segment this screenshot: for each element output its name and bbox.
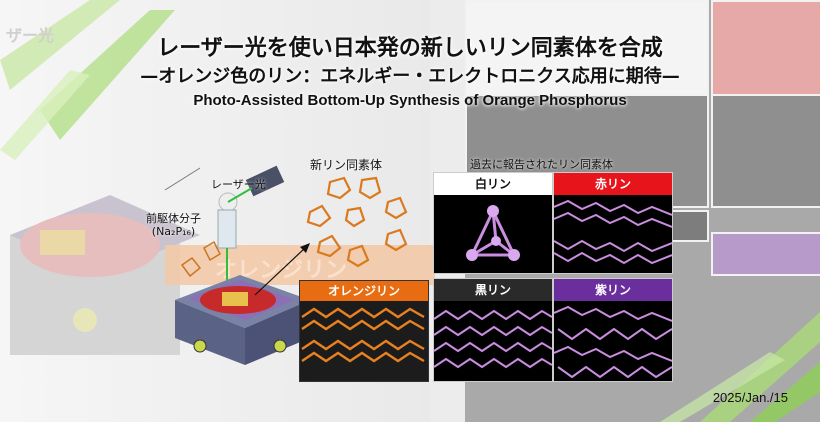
black-phosphorus-structure	[434, 309, 552, 369]
violet-phosphorus-label: 紫リン	[554, 279, 672, 301]
violet-phosphorus-structure	[554, 305, 672, 379]
white-phosphorus-label: 白リン	[434, 173, 552, 195]
red-phosphorus-panel: 赤リン	[553, 172, 673, 274]
new-allotrope-label: 新リン同素体	[310, 158, 383, 172]
date-label: 2025/Jan./15	[712, 390, 788, 405]
subtitle: —オレンジ色のリン：エネルギー・エレクトロニクス応用に期待—	[140, 66, 680, 87]
black-phosphorus-panel: 黒リン	[433, 278, 553, 382]
english-title: Photo-Assisted Bottom-Up Synthesis of Or…	[193, 92, 627, 109]
orange-phosphorus-panel: オレンジリン	[299, 280, 429, 382]
laser-apparatus-diagram	[164, 165, 310, 365]
background-cell	[711, 232, 820, 276]
red-phosphorus-label: 赤リン	[554, 173, 672, 195]
black-phosphorus-label: 黒リン	[434, 279, 552, 301]
precursor-label: 前駆体分子 (Na₂P₁₆)	[146, 212, 201, 238]
background-label: ザー光	[6, 26, 55, 45]
precursor-formula: (Na₂P₁₆)	[151, 225, 196, 238]
background-orange-band	[165, 245, 435, 285]
red-phosphorus-structure	[554, 199, 672, 265]
precursor-name: 前駆体分子	[146, 212, 201, 225]
faded-apparatus-image	[10, 195, 200, 355]
laser-label: レーザー光	[211, 178, 266, 191]
white-phosphorus-structure	[466, 205, 520, 261]
violet-phosphorus-panel: 紫リン	[553, 278, 673, 382]
white-phosphorus-panel: 白リン	[433, 172, 553, 274]
orange-phosphorus-label: オレンジリン	[300, 281, 428, 301]
past-allotropes-heading: 過去に報告されたリン同素体	[470, 158, 613, 171]
main-title: レーザー光を使い日本発の新しいリン同素体を合成	[157, 36, 663, 61]
leaf-decoration	[0, 0, 175, 160]
background-cell	[711, 94, 820, 208]
new-allotrope-molecules	[306, 176, 408, 268]
leaf-decoration	[660, 312, 820, 422]
orange-phosphorus-structure	[301, 307, 425, 363]
